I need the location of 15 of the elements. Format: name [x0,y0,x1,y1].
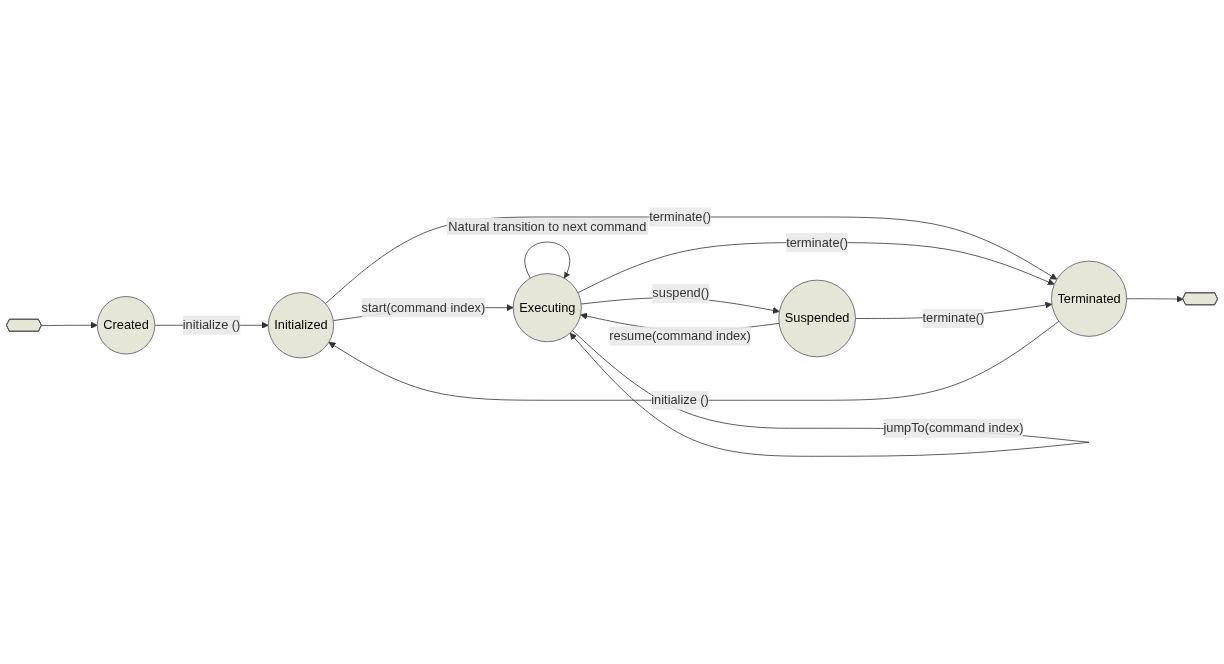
node-circle: Terminated [1051,260,1128,337]
edge-label: Natural transition to next command [448,219,647,235]
node-circle: Created [96,296,156,355]
edge-label: terminate() [649,209,711,224]
edge-label: jumpTo(command index) [883,421,1024,435]
node-circle: Initialized [267,292,334,359]
edge-label: suspend() [652,286,710,300]
edge-label: terminate() [786,235,849,250]
edge-label: resume(command index) [609,329,751,343]
edge-label: initialize () [651,393,709,407]
edge-label: terminate() [922,311,985,326]
edge-label: start(command index) [361,300,486,315]
node-circle: Executing [512,273,582,343]
edge-label: initialize () [182,318,241,332]
node-circle: Suspended [778,279,856,358]
